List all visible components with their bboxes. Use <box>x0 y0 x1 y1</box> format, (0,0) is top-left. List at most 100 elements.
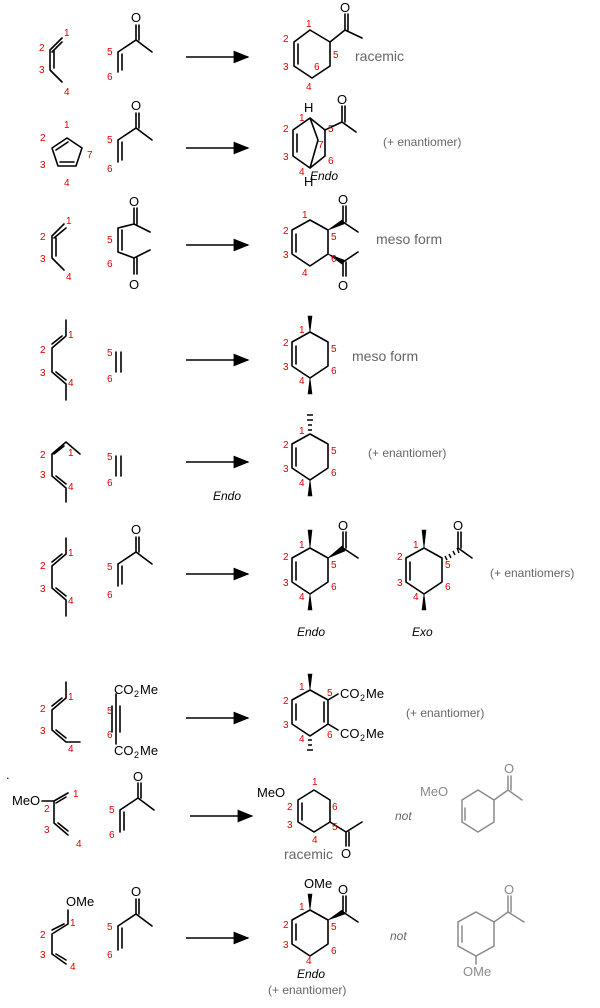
svg-text:OMe: OMe <box>304 876 332 891</box>
svg-text:2: 2 <box>134 689 139 699</box>
svg-text:5: 5 <box>327 688 333 699</box>
dienophile: O 5 6 <box>107 98 153 175</box>
svg-text:CO: CO <box>114 743 134 758</box>
svg-text:2: 2 <box>283 226 289 237</box>
svg-text:3: 3 <box>40 160 46 171</box>
svg-text:5: 5 <box>107 452 113 463</box>
svg-text:O: O <box>338 278 348 293</box>
svg-text:6: 6 <box>331 366 337 377</box>
svg-text:4: 4 <box>68 596 74 607</box>
svg-text:5: 5 <box>331 446 337 457</box>
svg-text:6: 6 <box>107 730 113 741</box>
svg-text:1: 1 <box>312 777 318 788</box>
svg-text:MeO: MeO <box>12 793 40 808</box>
svg-text:2: 2 <box>283 920 289 931</box>
svg-text:3: 3 <box>283 250 289 261</box>
svg-text:4: 4 <box>68 378 74 389</box>
dienophile: O 5 6 <box>107 884 153 961</box>
svg-text:3: 3 <box>283 62 289 73</box>
dienophile: O O 5 6 <box>107 194 151 292</box>
svg-text:6: 6 <box>331 254 337 265</box>
svg-text:1: 1 <box>306 19 312 30</box>
svg-text:2: 2 <box>283 552 289 563</box>
alkyne: CO 2 Me CO 2 Me 5 6 <box>107 682 158 760</box>
svg-text:6: 6 <box>107 72 113 83</box>
enantiomer-label: (+ enantiomer) <box>406 706 484 720</box>
svg-text:6: 6 <box>107 374 113 385</box>
svg-text:7: 7 <box>318 140 324 151</box>
svg-text:O: O <box>131 10 141 25</box>
svg-text:4: 4 <box>312 835 318 846</box>
svg-text:2: 2 <box>44 804 50 815</box>
svg-text:Me: Me <box>366 726 384 741</box>
svg-text:6: 6 <box>327 730 333 741</box>
svg-text:O: O <box>338 192 348 207</box>
diene: 1 2 3 4 <box>40 441 81 503</box>
endo-label: Endo <box>297 625 325 639</box>
svg-text:3: 3 <box>283 940 289 951</box>
svg-text:1: 1 <box>299 426 305 437</box>
svg-text:6: 6 <box>107 259 113 270</box>
svg-text:2: 2 <box>283 34 289 45</box>
svg-text:4: 4 <box>299 478 305 489</box>
svg-text:2: 2 <box>360 733 365 743</box>
svg-text:6: 6 <box>107 164 113 175</box>
dienophile: O 5 6 <box>107 522 153 601</box>
svg-text:2: 2 <box>40 345 46 356</box>
product: CO 2 Me CO 2 Me 1 2 3 4 5 6 (+ enantiome… <box>283 673 484 751</box>
svg-text:Me: Me <box>140 743 158 758</box>
reaction-row-1: 1 2 3 4 O 5 6 O 1 2 3 4 5 6 racemic <box>39 0 404 98</box>
svg-text:O: O <box>504 882 514 897</box>
svg-text:2: 2 <box>287 802 293 813</box>
svg-text:3: 3 <box>397 578 403 589</box>
stray-dot: . <box>6 767 10 782</box>
racemic-label: racemic <box>284 846 333 862</box>
svg-text:3: 3 <box>40 470 46 481</box>
svg-text:3: 3 <box>283 464 289 475</box>
svg-text:3: 3 <box>283 152 289 163</box>
svg-text:5: 5 <box>331 560 337 571</box>
svg-text:Me: Me <box>140 682 158 697</box>
not-label: not <box>390 929 407 943</box>
svg-text:2: 2 <box>40 561 46 572</box>
svg-text:O: O <box>338 518 348 533</box>
svg-text:CO: CO <box>340 686 360 701</box>
svg-text:3: 3 <box>39 65 45 76</box>
svg-text:2: 2 <box>134 750 139 760</box>
svg-text:3: 3 <box>40 950 46 961</box>
svg-text:1: 1 <box>299 113 305 124</box>
svg-text:4: 4 <box>68 482 74 493</box>
diene: 1 2 3 4 <box>40 216 72 283</box>
svg-text:1: 1 <box>68 548 74 559</box>
meso-label: meso form <box>376 231 442 247</box>
svg-text:3: 3 <box>287 820 293 831</box>
svg-text:1: 1 <box>64 28 70 39</box>
svg-text:4: 4 <box>413 592 419 603</box>
svg-text:O: O <box>338 882 348 897</box>
reaction-row-4: 1 2 3 4 5 6 1 2 3 4 5 6 meso form <box>40 315 418 401</box>
svg-text:2: 2 <box>283 124 289 135</box>
svg-text:5: 5 <box>107 562 113 573</box>
product: 1 2 3 4 5 6 meso form <box>283 315 418 395</box>
diene: 1 2 3 4 <box>40 319 74 401</box>
product: O O 1 2 3 4 5 6 meso form <box>283 192 442 293</box>
reaction-row-2: 1 2 3 4 7 O 5 6 O H H 1 2 3 4 5 6 7 Endo <box>40 92 461 189</box>
enantiomer-label: (+ enantiomer) <box>368 446 446 460</box>
svg-text:1: 1 <box>302 210 308 221</box>
svg-text:2: 2 <box>283 338 289 349</box>
svg-text:2: 2 <box>40 232 46 243</box>
svg-text:1: 1 <box>299 325 305 336</box>
product: OMe O 1 2 3 4 5 6 Endo (+ enantiomer) <box>268 876 359 997</box>
svg-text:1: 1 <box>413 540 419 551</box>
ethylene: 5 6 <box>107 348 122 385</box>
svg-text:CO: CO <box>114 682 134 697</box>
svg-text:4: 4 <box>299 167 305 178</box>
svg-text:5: 5 <box>107 135 113 146</box>
svg-text:4: 4 <box>306 82 312 93</box>
svg-text:2: 2 <box>40 450 46 461</box>
svg-text:6: 6 <box>331 582 337 593</box>
svg-text:6: 6 <box>331 946 337 957</box>
product: O 1 2 3 4 5 6 racemic <box>283 0 404 93</box>
svg-text:O: O <box>129 194 139 209</box>
svg-text:2: 2 <box>397 552 403 563</box>
